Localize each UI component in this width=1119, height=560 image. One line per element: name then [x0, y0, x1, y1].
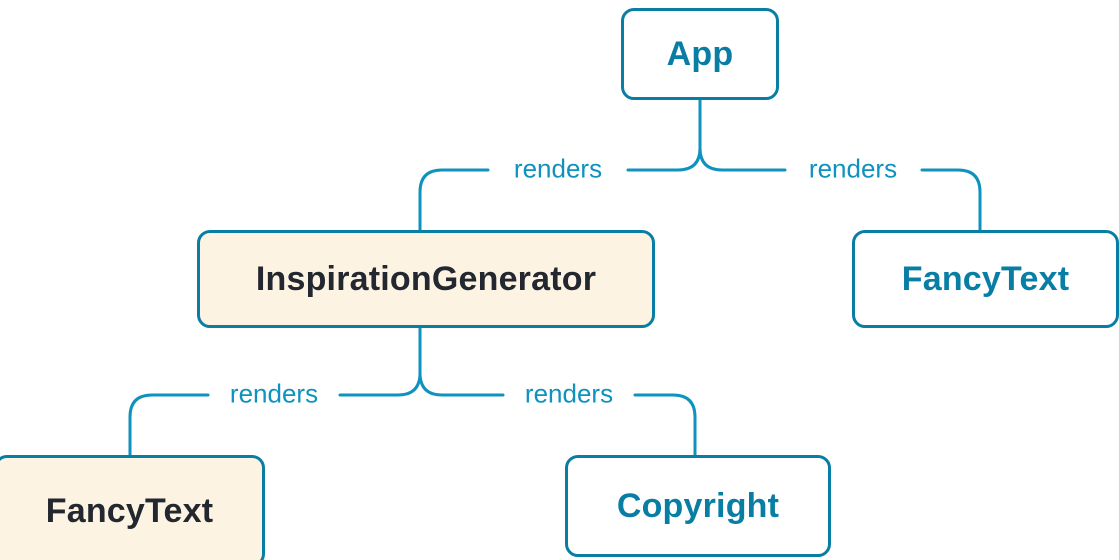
node-fancy-text-right-label: FancyText: [901, 259, 1070, 298]
edge-label-inspirationgenerator-copyright: renders: [524, 378, 614, 409]
node-fancy-text-left: FancyText: [0, 455, 265, 560]
edge-label-app-inspirationgenerator: renders: [513, 153, 603, 184]
node-app-label: App: [666, 34, 734, 73]
node-fancy-text-left-label: FancyText: [45, 491, 214, 530]
node-copyright-label: Copyright: [616, 486, 780, 525]
node-app: App: [621, 8, 779, 100]
edge-label-inspirationgenerator-fancytext: renders: [229, 378, 319, 409]
node-inspiration-generator-label: InspirationGenerator: [255, 259, 597, 298]
node-inspiration-generator: InspirationGenerator: [197, 230, 655, 328]
node-copyright: Copyright: [565, 455, 831, 557]
node-fancy-text-right: FancyText: [852, 230, 1119, 328]
edge-label-app-fancytext: renders: [808, 153, 898, 184]
